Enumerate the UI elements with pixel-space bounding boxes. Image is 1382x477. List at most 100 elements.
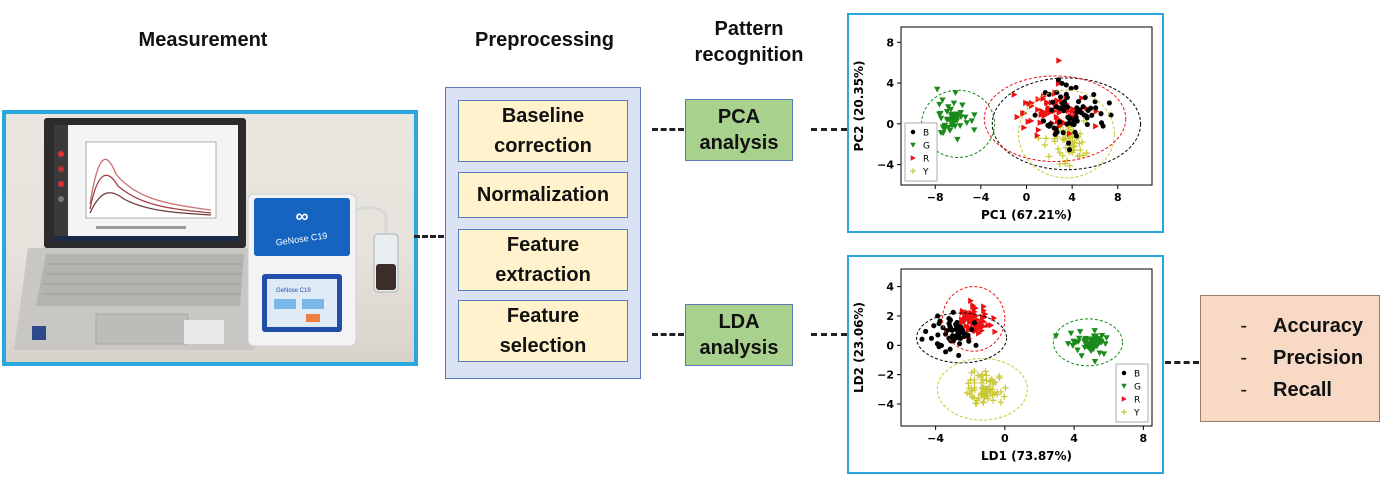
data-point xyxy=(1034,132,1041,139)
data-point xyxy=(1083,149,1090,157)
data-point xyxy=(993,391,1001,398)
legend-entry: Y xyxy=(1133,409,1140,419)
data-point xyxy=(951,112,958,119)
data-point xyxy=(910,129,916,135)
x-tick-label: 4 xyxy=(1070,432,1078,445)
y-tick-label: 8 xyxy=(886,36,894,49)
y-tick-label: 0 xyxy=(886,118,894,131)
data-point xyxy=(1082,94,1088,101)
data-point xyxy=(1093,123,1099,130)
data-point xyxy=(919,336,925,342)
data-layer xyxy=(921,57,1142,179)
data-point xyxy=(968,387,976,395)
data-point xyxy=(997,398,1005,406)
data-point xyxy=(910,155,916,161)
data-point xyxy=(979,399,987,406)
data-point xyxy=(1068,85,1074,92)
connector-lda-plot xyxy=(811,333,847,336)
data-point xyxy=(967,376,974,384)
data-point xyxy=(1075,99,1082,105)
data-point xyxy=(937,115,945,122)
data-point xyxy=(1075,339,1082,345)
confidence-ellipse xyxy=(936,358,1028,421)
data-point xyxy=(936,101,943,108)
data-point xyxy=(1061,108,1067,114)
data-point xyxy=(960,319,967,326)
data-point xyxy=(1063,82,1069,88)
data-point xyxy=(963,316,970,323)
data-point xyxy=(1108,112,1114,118)
step-label-line1: Baseline xyxy=(501,105,585,127)
data-point xyxy=(1011,91,1018,98)
data-point xyxy=(1057,119,1063,125)
legend-entry: G xyxy=(923,142,930,152)
data-point xyxy=(939,97,946,104)
data-point xyxy=(1059,152,1066,159)
data-point xyxy=(1080,104,1086,110)
data-point xyxy=(1001,393,1008,400)
data-point xyxy=(965,327,972,334)
data-point xyxy=(969,327,975,333)
x-axis-label: PC1 (67.21%) xyxy=(981,208,1072,222)
data-point xyxy=(1053,104,1060,110)
metric-precision: -Precision xyxy=(1201,342,1379,374)
data-point xyxy=(946,320,952,327)
data-point xyxy=(981,391,989,399)
data-point xyxy=(910,168,916,174)
data-point xyxy=(966,338,972,344)
data-point xyxy=(910,142,916,148)
data-point xyxy=(1056,149,1064,157)
data-point xyxy=(1062,99,1068,105)
data-point xyxy=(968,369,975,377)
confidence-ellipse xyxy=(1018,89,1115,179)
data-point xyxy=(971,384,978,391)
data-point xyxy=(935,332,941,338)
data-point xyxy=(979,385,986,393)
metric-label: Accuracy xyxy=(1273,314,1364,337)
data-point xyxy=(1080,152,1087,159)
data-point xyxy=(944,116,952,123)
data-point xyxy=(946,315,952,322)
data-point xyxy=(1047,109,1054,116)
data-point xyxy=(1069,342,1077,349)
y-tick-label: 2 xyxy=(886,310,894,323)
data-point xyxy=(1121,409,1127,415)
data-point xyxy=(1103,335,1110,341)
data-point xyxy=(981,322,988,330)
data-point xyxy=(943,109,951,115)
confidence-ellipse xyxy=(1052,318,1124,367)
data-point xyxy=(1078,138,1086,146)
data-point xyxy=(928,335,935,341)
device-screen-title: GeNose C19 xyxy=(276,288,311,294)
data-point xyxy=(1102,341,1109,347)
data-point xyxy=(937,110,944,117)
data-point xyxy=(923,328,929,335)
metric-dash: - xyxy=(1240,314,1247,337)
data-point xyxy=(934,341,940,347)
data-point xyxy=(1064,341,1072,347)
data-point xyxy=(1055,97,1061,104)
metric-recall: -Recall xyxy=(1201,374,1379,406)
data-point xyxy=(948,336,954,342)
data-point xyxy=(1035,106,1042,113)
data-point xyxy=(1054,89,1060,95)
data-point xyxy=(940,325,946,331)
data-point xyxy=(1041,112,1048,119)
data-point xyxy=(1085,107,1091,113)
data-point xyxy=(976,330,982,337)
data-point xyxy=(947,106,955,113)
connector-lda-metrics xyxy=(1165,361,1199,364)
metric-dash: - xyxy=(1240,346,1247,369)
x-tick-label: 0 xyxy=(1023,191,1031,204)
data-point xyxy=(931,323,937,329)
data-point xyxy=(1020,110,1027,117)
device-logo-icon: ∞ xyxy=(296,206,309,226)
y-tick-label: 4 xyxy=(886,281,894,294)
data-point xyxy=(1073,133,1080,139)
data-point xyxy=(996,374,1003,382)
